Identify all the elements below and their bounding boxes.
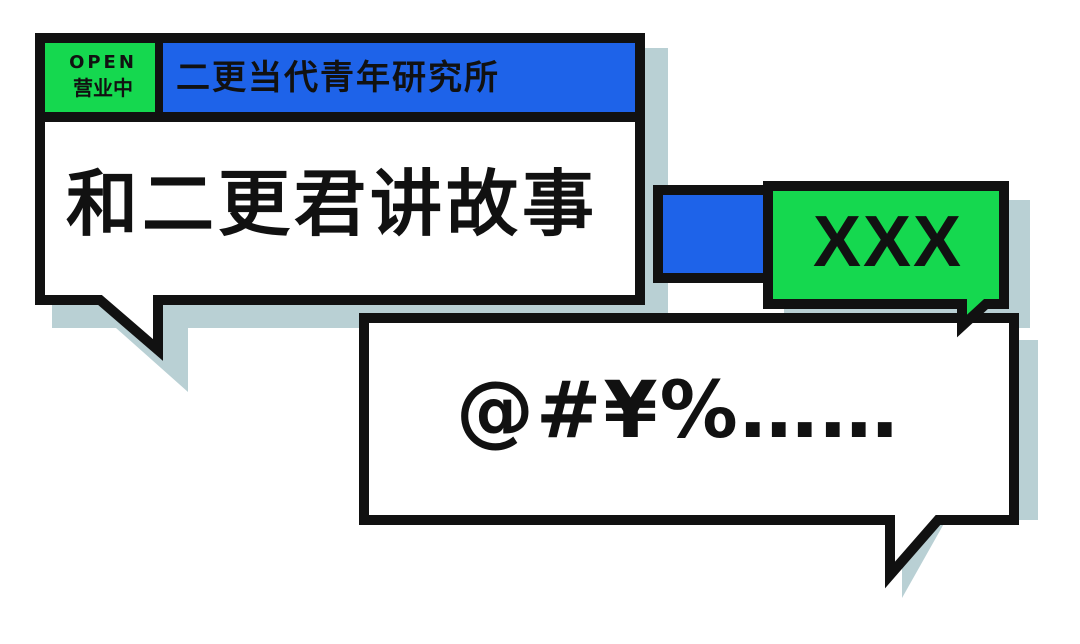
open-badge-bg xyxy=(45,43,159,113)
reply-bubble xyxy=(359,313,1019,589)
speaker-tag: XXX xyxy=(812,202,964,282)
open-badge-label: OPEN xyxy=(69,52,137,73)
speech-text: @#¥%…… xyxy=(456,366,900,456)
studio-name: 二更当代青年研究所 xyxy=(176,58,500,98)
open-badge-sublabel: 营业中 xyxy=(73,76,133,100)
main-title: 和二更君讲故事 xyxy=(66,162,599,246)
speaker-tag-bubble xyxy=(763,181,1009,338)
connector-bar xyxy=(653,185,779,283)
